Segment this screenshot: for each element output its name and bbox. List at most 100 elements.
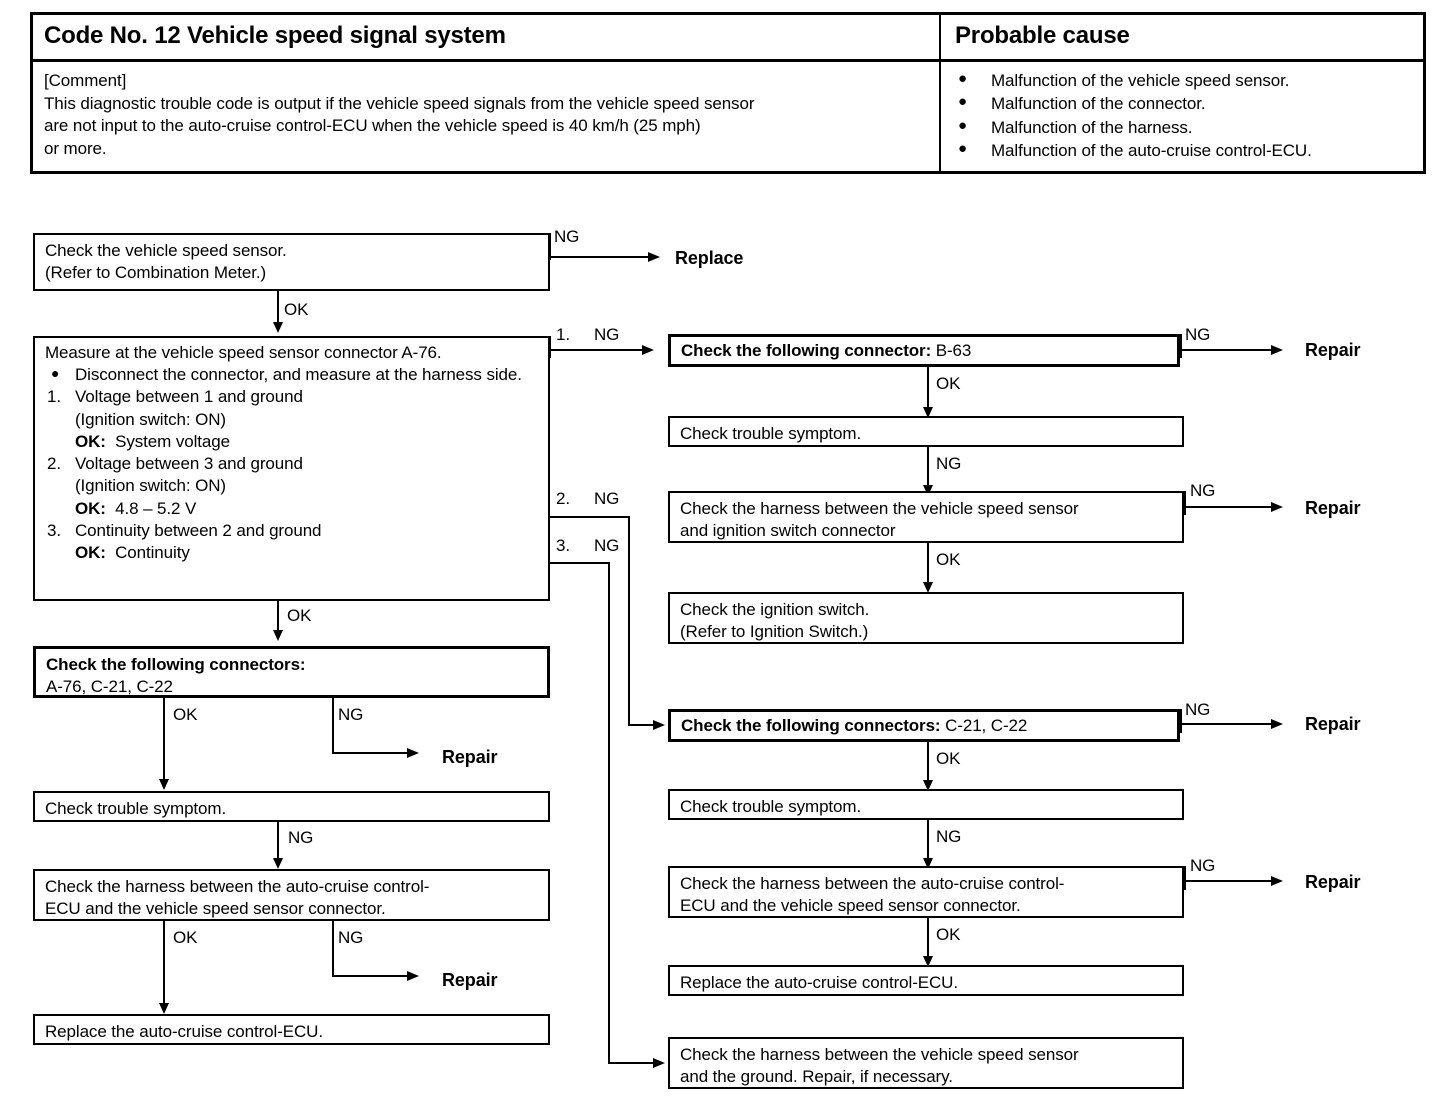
terminal-replace: Replace	[675, 248, 744, 268]
item-ok-value: Continuity	[115, 543, 190, 563]
box-line: Check the harness between the vehicle sp…	[680, 499, 1079, 518]
box-line: Check trouble symptom.	[680, 424, 862, 443]
connector-line	[332, 698, 334, 754]
terminal-repair: Repair	[1305, 498, 1361, 518]
branch-label-ok: OK	[173, 705, 198, 724]
item-ok-label: OK:	[75, 498, 106, 518]
box-line: Check trouble symptom.	[680, 797, 862, 816]
arrow-right-icon	[1271, 345, 1283, 355]
box-check-connectors-left: Check the following connectors: A-76, C-…	[33, 646, 550, 698]
connector-line	[277, 291, 279, 325]
branch-label-ng: NG	[554, 227, 580, 246]
branch-label-ok: OK	[173, 928, 198, 947]
box-line: ECU and the vehicle speed sensor connect…	[45, 899, 386, 919]
measure-title: Measure at the vehicle speed sensor conn…	[45, 343, 442, 362]
arrow-right-icon	[642, 345, 654, 355]
connector-line	[549, 233, 551, 260]
measure-bullet-text: Disconnect the connector, and measure at…	[75, 365, 522, 385]
page-title: Code No. 12 Vehicle speed signal system	[44, 22, 506, 49]
measure-item-list: ● Disconnect the connector, and measure …	[45, 364, 538, 564]
terminal-repair: Repair	[1305, 714, 1361, 734]
item-ok-label: OK:	[75, 543, 106, 563]
header-title-row: Code No. 12 Vehicle speed signal system …	[33, 15, 1423, 62]
box-line: Check the following connectors: C-21, C-…	[681, 715, 1169, 737]
connector-line	[628, 516, 630, 726]
cause-text: Malfunction of the vehicle speed sensor.	[991, 71, 1290, 90]
terminal-repair: Repair	[442, 970, 498, 990]
comment-line-3: or more.	[44, 138, 107, 158]
box-line: (Refer to Combination Meter.)	[45, 263, 267, 283]
arrow-right-icon	[407, 971, 419, 981]
header-code-cell: Code No. 12 Vehicle speed signal system	[33, 15, 941, 59]
box-check-harness-ground: Check the harness between the vehicle sp…	[668, 1037, 1184, 1089]
arrow-down-icon	[923, 485, 933, 496]
comment-cell: [Comment] This diagnostic trouble code i…	[33, 62, 941, 172]
box-line: Check the vehicle speed sensor.	[45, 241, 287, 260]
arrow-right-icon	[653, 1058, 665, 1068]
arrow-down-icon	[923, 956, 933, 967]
box-check-trouble-symptom-right-1: Check trouble symptom.	[668, 416, 1184, 447]
connector-line	[332, 752, 408, 754]
connector-line	[277, 601, 279, 635]
branch-label-ok: OK	[287, 606, 312, 625]
box-check-harness-ignition: Check the harness between the vehicle sp…	[668, 491, 1184, 543]
connector-line	[163, 921, 165, 1006]
comment-line-2: are not input to the auto-cruise control…	[44, 116, 701, 136]
branch-label-ng: NG	[1190, 481, 1216, 500]
connector-line	[549, 336, 551, 358]
terminal-repair: Repair	[442, 747, 498, 767]
header-body-row: [Comment] This diagnostic trouble code i…	[33, 62, 1423, 172]
box-check-ignition-switch: Check the ignition switch. (Refer to Ign…	[668, 592, 1184, 644]
box-measure-at-connector: Measure at the vehicle speed sensor conn…	[33, 336, 550, 601]
connector-line	[163, 698, 165, 782]
item-condition: (Ignition switch: ON)	[75, 409, 226, 429]
box-line: Check the ignition switch.	[680, 600, 870, 619]
box-prefix-bold: Check the following connectors:	[681, 716, 941, 735]
branch-label-ng: NG	[1190, 856, 1216, 875]
connector-line	[927, 543, 929, 587]
connector-line	[332, 921, 334, 977]
branch-label-ng: NG	[594, 489, 620, 508]
branch-label-ng: NG	[1185, 700, 1211, 719]
box-line: Replace the auto-cruise control-ECU.	[45, 1022, 323, 1041]
box-line: ECU and the vehicle speed sensor connect…	[680, 896, 1021, 916]
bullet-icon: ●	[958, 139, 967, 157]
cause-text: Malfunction of the connector.	[991, 94, 1206, 114]
branch-label-ok: OK	[936, 374, 961, 393]
box-line: and the ground. Repair, if necessary.	[680, 1067, 953, 1087]
connector-line	[1180, 334, 1182, 358]
probable-cause-title: Probable cause	[955, 22, 1130, 49]
arrow-right-icon	[407, 748, 419, 758]
box-line: Check the harness between the auto-cruis…	[680, 874, 1065, 893]
cause-cell: ● Malfunction of the vehicle speed sensor…	[941, 62, 1423, 171]
connector-line	[549, 256, 655, 258]
connector-line	[1180, 709, 1182, 733]
box-line: Check the following connector: B-63	[681, 340, 1169, 362]
measure-item-3: 3. Continuity between 2 and ground OK: C…	[45, 520, 538, 565]
arrow-right-icon	[1271, 719, 1283, 729]
connector-line	[1180, 349, 1272, 351]
branch-label-ng: NG	[594, 325, 620, 344]
connector-line	[1184, 866, 1186, 890]
arrow-down-icon	[923, 858, 933, 869]
cause-text: Malfunction of the auto-cruise control-E…	[991, 140, 1312, 160]
box-line: (Refer to Ignition Switch.)	[680, 622, 869, 642]
bullet-icon: ●	[958, 93, 967, 111]
branch-label-ng: NG	[338, 705, 364, 724]
bullet-icon: ●	[958, 116, 967, 134]
branch-label-ok: OK	[284, 300, 309, 319]
branch-label-ok: OK	[936, 749, 961, 768]
measure-item-1: 1. Voltage between 1 and ground (Ignitio…	[45, 386, 538, 453]
bullet-icon: ●	[51, 365, 60, 382]
box-check-connectors-c21-c22: Check the following connectors: C-21, C-…	[668, 709, 1180, 742]
arrow-right-icon	[1271, 876, 1283, 886]
branch-label-ng: NG	[338, 928, 364, 947]
box-line: Check the harness between the auto-cruis…	[45, 877, 430, 896]
header-cause-cell: Probable cause	[941, 15, 1423, 59]
item-condition: (Ignition switch: ON)	[75, 476, 226, 496]
box-line: and ignition switch connector	[680, 521, 896, 541]
arrow-right-icon	[1271, 502, 1283, 512]
connector-line	[1184, 880, 1272, 882]
cause-item: ●Malfunction of the vehicle speed sensor…	[955, 69, 1413, 92]
